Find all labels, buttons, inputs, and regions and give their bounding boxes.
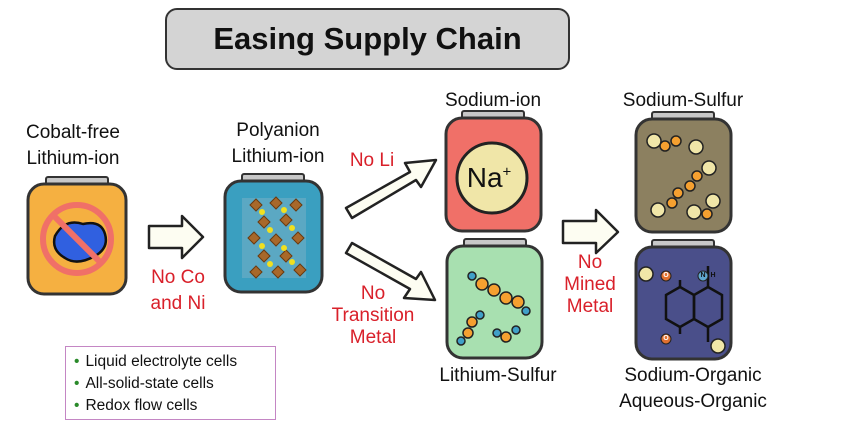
arrow-up-right [344, 158, 438, 220]
jar-cobalt-free [26, 176, 128, 296]
label-polyanion-1: Polyanion [236, 120, 320, 141]
label-and-ni: and Ni [150, 293, 206, 314]
sodium-polysulfide-icon [646, 133, 721, 220]
jar-sodium-sulfur [634, 111, 733, 234]
legend-item: • All-solid-state cells [74, 373, 267, 395]
crystal-structure-icon [242, 196, 307, 279]
cell-types-legend: • Liquid electrolyte cells • All-solid-sta… [65, 346, 276, 420]
arrow-right-1 [147, 214, 205, 260]
polysulfide-chain-icon [456, 271, 531, 346]
label-polyanion-2: Lithium-ion [231, 146, 325, 167]
jar-organic [634, 239, 733, 361]
legend-item-label: Redox flow cells [85, 397, 198, 414]
label-cobalt-free-1: Cobalt-free [26, 122, 120, 143]
jar-lithium-sulfur [445, 238, 544, 360]
sodium-ion-icon [455, 141, 529, 215]
label-cobalt-free-2: Lithium-ion [26, 148, 120, 169]
atom-h: H [710, 272, 716, 279]
atom-o-bottom: O [663, 335, 669, 342]
label-no-co: No Co [151, 267, 205, 288]
label-no-mined-2: Mined [564, 274, 616, 295]
arrow-right-2 [561, 208, 620, 255]
label-no-mined-3: Metal [566, 296, 614, 317]
jar-polyanion [223, 173, 324, 294]
label-sodium-ion: Sodium-ion [444, 90, 542, 111]
legend-item: • Liquid electrolyte cells [74, 351, 267, 373]
label-sodium-organic: Sodium-Organic [624, 365, 762, 386]
label-no-li: No Li [349, 150, 395, 171]
label-no-tm-3: Metal [349, 327, 397, 348]
diagram-title: Easing Supply Chain [165, 8, 570, 70]
arrow-down-right [344, 241, 437, 302]
bullet-icon: • [74, 353, 80, 370]
jar-sodium-ion [444, 110, 543, 233]
bullet-icon: • [74, 397, 80, 414]
label-no-tm-2: Transition [331, 305, 415, 326]
prohibited-icon [40, 202, 114, 276]
sodium-ion-text: Na+ [467, 164, 512, 192]
label-no-mined-1: No [577, 252, 603, 273]
ion-charge: + [502, 163, 512, 181]
legend-item: • Redox flow cells [74, 395, 267, 417]
label-aqueous-organic: Aqueous-Organic [619, 391, 767, 412]
atom-n: N [700, 272, 706, 279]
legend-item-label: Liquid electrolyte cells [85, 353, 238, 370]
label-no-tm-1: No [360, 283, 386, 304]
bullet-icon: • [74, 375, 80, 392]
label-lithium-sulfur: Lithium-Sulfur [439, 365, 557, 386]
legend-item-label: All-solid-state cells [85, 375, 214, 392]
ion-symbol: Na [466, 162, 503, 193]
label-sodium-sulfur: Sodium-Sulfur [622, 90, 744, 111]
atom-o-top: O [663, 272, 669, 279]
